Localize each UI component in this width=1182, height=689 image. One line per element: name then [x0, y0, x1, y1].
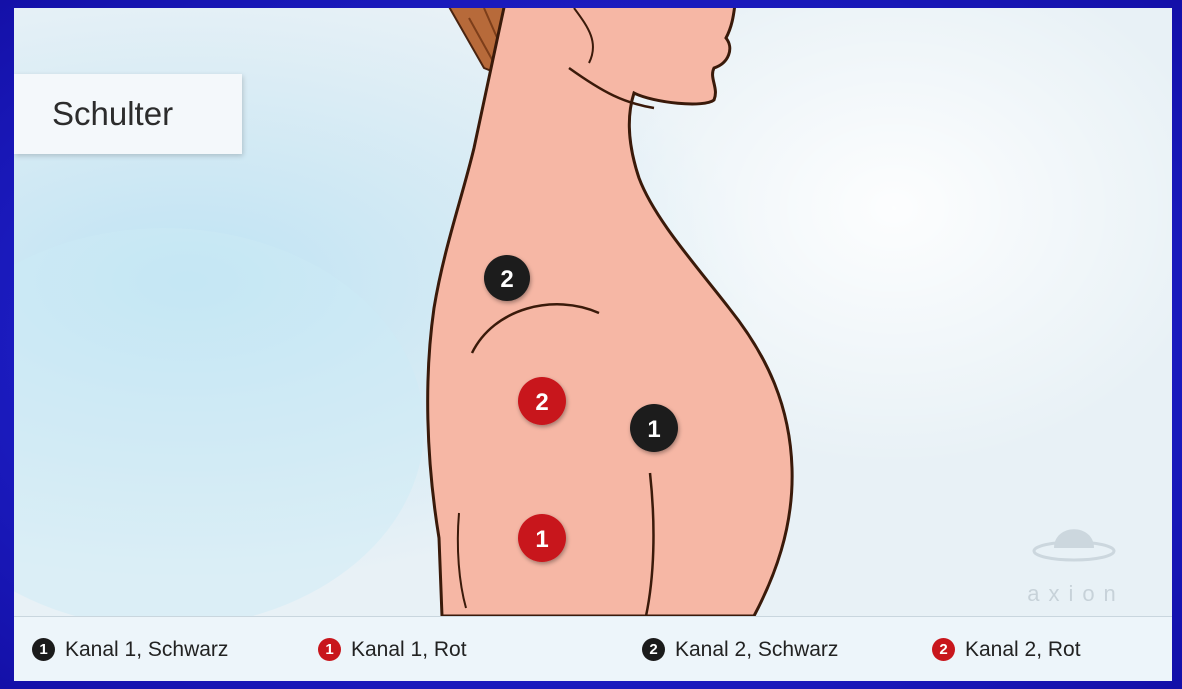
marker-1-black: 1 [630, 404, 678, 452]
svg-text:axion: axion [1027, 581, 1125, 606]
legend-bar: 1 Kanal 1, Schwarz 1 Kanal 1, Rot 2 Kana… [14, 616, 1172, 681]
marker-2-black: 2 [484, 255, 530, 301]
legend-label: Kanal 2, Schwarz [675, 638, 838, 662]
marker-1-red: 1 [518, 514, 566, 562]
svg-text:2: 2 [535, 389, 548, 416]
marker-2-red: 2 [518, 377, 566, 425]
legend-label: Kanal 1, Rot [351, 638, 467, 662]
svg-text:1: 1 [647, 416, 660, 443]
legend-item-kanal1-rot: 1 Kanal 1, Rot [318, 617, 467, 681]
svg-text:1: 1 [535, 526, 548, 553]
legend-dot-1-red: 1 [318, 638, 341, 661]
svg-text:2: 2 [500, 266, 513, 293]
title-label-box: Schulter [14, 74, 242, 154]
legend-item-kanal1-schwarz: 1 Kanal 1, Schwarz [32, 617, 228, 681]
legend-item-kanal2-schwarz: 2 Kanal 2, Schwarz [642, 617, 838, 681]
legend-dot-1-black: 1 [32, 638, 55, 661]
illustration-frame: 2 2 1 1 axion Schulter 1 Kanal 1, Schwar… [14, 8, 1172, 681]
legend-item-kanal2-rot: 2 Kanal 2, Rot [932, 617, 1081, 681]
legend-label: Kanal 1, Schwarz [65, 638, 228, 662]
legend-dot-2-red: 2 [932, 638, 955, 661]
legend-label: Kanal 2, Rot [965, 638, 1081, 662]
legend-dot-2-black: 2 [642, 638, 665, 661]
page-title: Schulter [52, 95, 173, 133]
